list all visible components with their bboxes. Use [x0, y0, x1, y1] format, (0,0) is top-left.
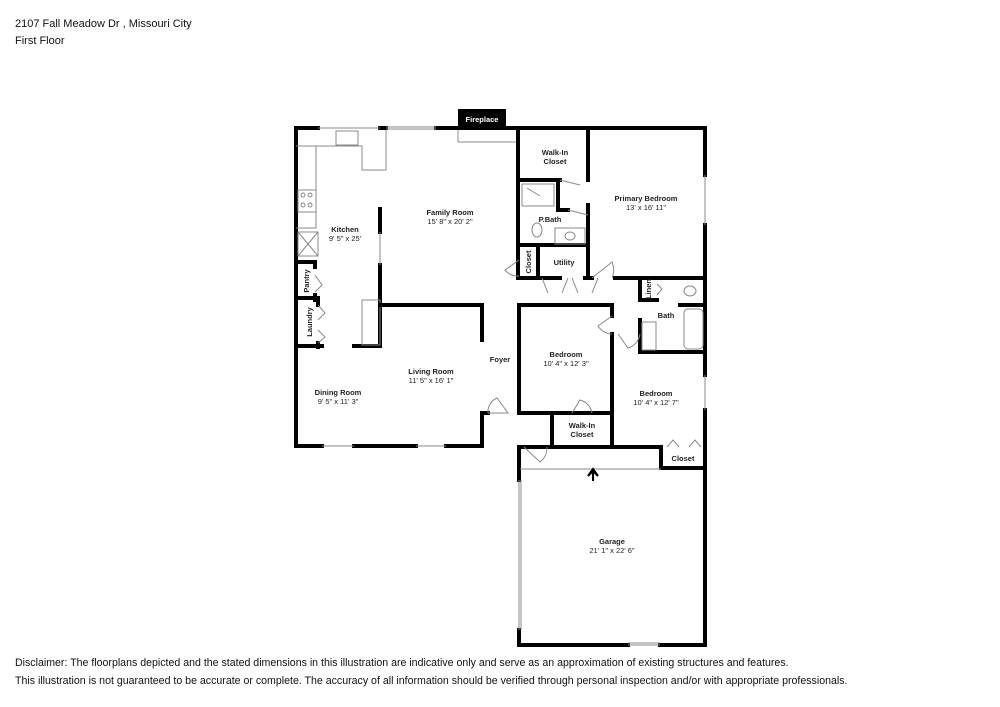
- fireplace-block: [458, 109, 506, 128]
- utility-label: Utility: [554, 258, 576, 267]
- fireplace-label: Fireplace: [466, 115, 499, 124]
- exterior-walls: [294, 126, 707, 647]
- fixtures: [520, 183, 704, 470]
- primary-bedroom-label: Primary Bedroom: [615, 194, 678, 203]
- interior-walls: [294, 126, 707, 470]
- primary-bedroom-dims: 13' x 16' 11": [626, 203, 666, 212]
- kitchen-counters: [296, 130, 387, 257]
- hearth: [457, 127, 519, 143]
- svg-text:Closet: Closet: [544, 157, 567, 166]
- shower-icon: [521, 183, 555, 207]
- svg-text:Closet: Closet: [571, 430, 594, 439]
- closet-hall-label: Closet: [524, 250, 533, 273]
- dining-room-dims: 9' 5" x 11' 3": [318, 397, 359, 406]
- bedroom-3-dims: 10' 4" x 12' 7": [633, 398, 679, 407]
- kitchen-dims: 9' 5" x 25': [329, 234, 362, 243]
- toilet-icon: [683, 285, 697, 297]
- floor-label: First Floor: [15, 35, 65, 47]
- garage-dims: 21' 1" x 22' 6": [589, 546, 635, 555]
- family-room-label: Family Room: [426, 208, 473, 217]
- family-room-dims: 15' 8" x 20' 2": [427, 217, 473, 226]
- vanity-icon: [554, 227, 586, 245]
- living-room-dims: 11' 5" x 16' 1": [409, 376, 454, 385]
- linen-label: Linen: [644, 279, 653, 299]
- disclaimer-line-2: This illustration is not guaranteed to b…: [15, 675, 848, 687]
- toilet-icon: [531, 222, 543, 238]
- doors: [314, 179, 702, 463]
- sink-icon: [641, 321, 657, 351]
- entry-arrow-icon: [587, 467, 599, 481]
- fridge-icon: [297, 231, 319, 257]
- pantry-label: Pantry: [302, 269, 311, 293]
- dining-room-label: Dining Room: [315, 388, 362, 397]
- garage-label: Garage: [599, 537, 625, 546]
- sink-icon: [335, 130, 359, 146]
- bathtub-icon: [683, 308, 704, 350]
- bath-label: Bath: [658, 311, 675, 320]
- walkin-closet-bed2-label: Walk-In: [569, 421, 596, 430]
- bedroom-2-dims: 10' 4" x 12' 3": [543, 359, 589, 368]
- disclaimer-line-1: Disclaimer: The floorplans depicted and …: [15, 657, 789, 669]
- bedroom-3-label: Bedroom: [640, 389, 673, 398]
- property-address: 2107 Fall Meadow Dr , Missouri City: [15, 18, 192, 30]
- bedroom-2-label: Bedroom: [550, 350, 583, 359]
- pbath-label: P.Bath: [539, 215, 562, 224]
- closet-bed3-label: Closet: [672, 454, 695, 463]
- kitchen-label: Kitchen: [331, 225, 359, 234]
- walkin-closet-primary-label: Walk-In: [542, 148, 569, 157]
- windows: [318, 126, 706, 646]
- laundry-label: Laundry: [305, 306, 314, 336]
- foyer-label: Foyer: [490, 355, 511, 364]
- stove-icon: [297, 189, 317, 213]
- living-room-label: Living Room: [408, 367, 454, 376]
